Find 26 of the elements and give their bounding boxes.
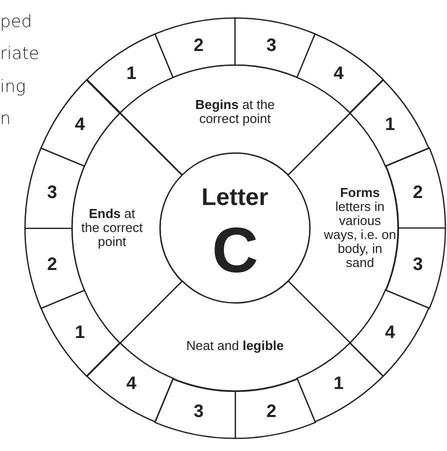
score-number: 3 (412, 255, 423, 274)
heading-text: Letter (202, 185, 268, 211)
score-number: 1 (334, 374, 344, 392)
cut-off-text: ped (0, 14, 32, 31)
criterion-text: Forms letters in various ways, i.e. on body, in sand (322, 186, 397, 270)
score-number: 3 (194, 402, 204, 420)
score-number: 4 (334, 64, 344, 82)
cut-off-text: n (0, 111, 11, 128)
letter-text: C (212, 218, 258, 282)
cut-off-text: ing (0, 79, 26, 96)
cut-off-text: riate (0, 46, 40, 63)
score-number: 4 (385, 322, 396, 341)
score-number: 1 (126, 64, 136, 82)
score-number: 3 (266, 36, 276, 54)
score-number: 4 (126, 374, 136, 392)
criterion-text: Begins at the correct point (194, 98, 276, 126)
score-number: 3 (47, 182, 58, 201)
score-number: 2 (194, 36, 204, 54)
score-number: 4 (74, 115, 85, 134)
score-number: 2 (47, 255, 58, 274)
criterion-text: Neat and legible (185, 338, 285, 354)
score-number: 1 (385, 115, 396, 134)
score-number: 1 (74, 322, 85, 341)
score-number: 2 (412, 182, 423, 201)
criterion-text: Ends at the correct point (80, 206, 144, 250)
score-number: 2 (266, 402, 276, 420)
